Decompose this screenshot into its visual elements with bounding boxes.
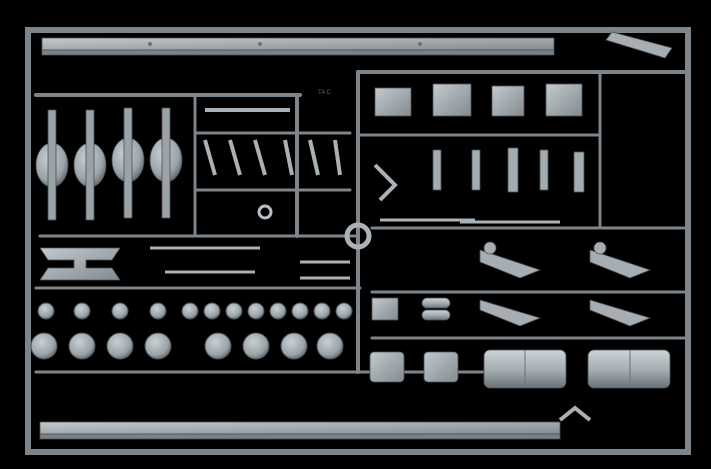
brake-drum bbox=[316, 332, 344, 360]
small-hub bbox=[247, 302, 265, 320]
brake-drum bbox=[30, 332, 58, 360]
small-hub bbox=[335, 302, 353, 320]
brake-drum bbox=[144, 332, 172, 360]
sprue-ring bbox=[344, 222, 372, 250]
battery-boxes bbox=[374, 83, 583, 117]
spring-hangers bbox=[479, 241, 652, 327]
chassis-rail-bottom bbox=[39, 421, 561, 440]
small-hub bbox=[291, 302, 309, 320]
vertical-struts bbox=[373, 147, 585, 202]
hub-row-small bbox=[37, 302, 353, 320]
small-hub bbox=[111, 302, 129, 320]
small-hub bbox=[37, 302, 55, 320]
internal-runners bbox=[34, 70, 690, 374]
fuel-tanks bbox=[483, 349, 671, 389]
diff-covers bbox=[369, 351, 459, 383]
small-hub bbox=[203, 302, 221, 320]
brake-drums bbox=[30, 332, 344, 360]
air-tanks bbox=[371, 297, 451, 321]
small-hub bbox=[73, 302, 91, 320]
small-hub bbox=[313, 302, 331, 320]
suspension-arms bbox=[203, 108, 342, 176]
brake-drum bbox=[204, 332, 232, 360]
hook-part bbox=[257, 204, 273, 220]
brake-drum bbox=[68, 332, 96, 360]
sprue-frame bbox=[25, 27, 691, 455]
axle-housings bbox=[35, 107, 183, 221]
sprue-label: TA C bbox=[318, 90, 332, 96]
small-hub bbox=[269, 302, 287, 320]
linkage-rods bbox=[150, 218, 560, 280]
brake-drum bbox=[280, 332, 308, 360]
brake-drum bbox=[106, 332, 134, 360]
small-hub bbox=[181, 302, 199, 320]
brake-drum bbox=[242, 332, 270, 360]
tow-bracket bbox=[558, 31, 673, 422]
small-hub bbox=[149, 302, 167, 320]
small-hub bbox=[225, 302, 243, 320]
cross-member bbox=[39, 247, 121, 281]
chassis-rail-top bbox=[41, 37, 555, 56]
